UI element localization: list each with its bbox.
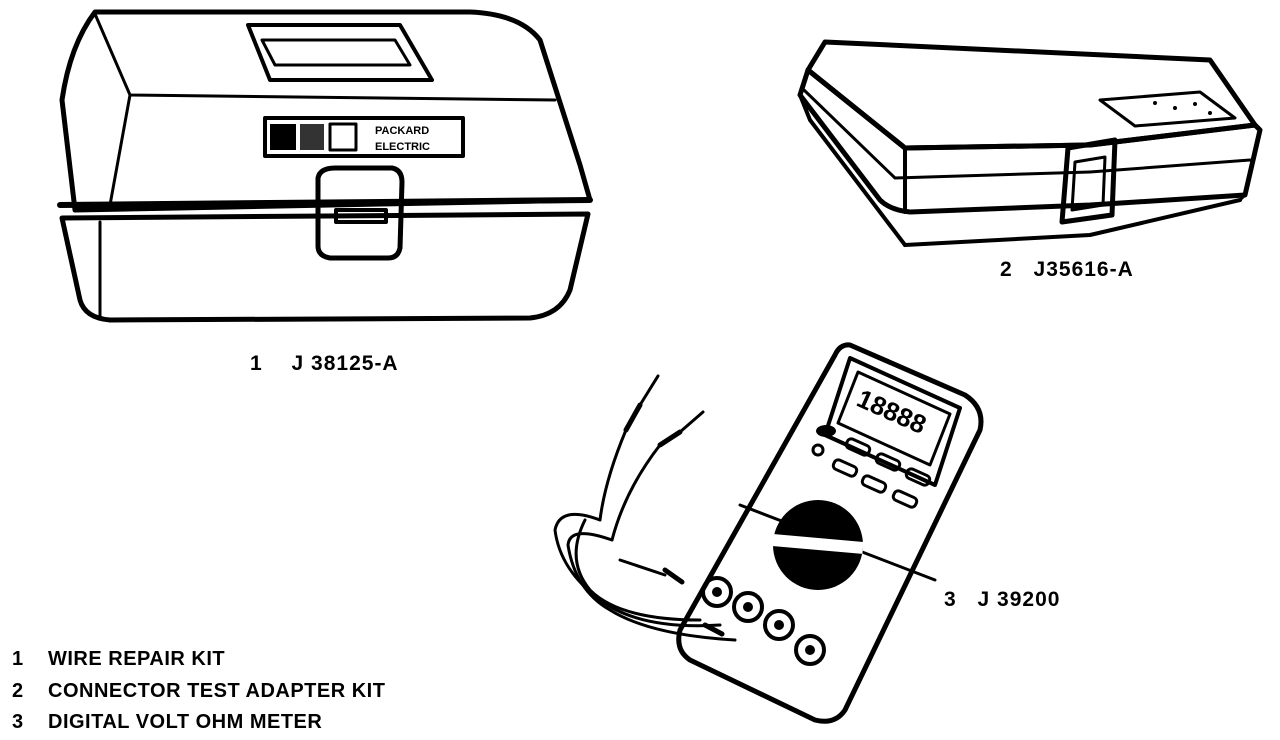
wire-repair-kit-toolbox: PACKARD ELECTRIC [57,9,593,323]
connector-test-adapter-case [797,39,1263,247]
toolbox-brand-line1: PACKARD [375,125,429,137]
callout-3-number: 3 [944,588,957,611]
callout-1: 1 J 38125-A [250,352,399,375]
digital-volt-ohm-meter: 18888 [553,342,984,724]
legend-item-2-text: CONNECTOR TEST ADAPTER KIT [48,680,385,702]
callout-1-number: 1 [250,352,263,375]
legend-item-2-number: 2 [12,680,23,702]
legend-item-1-text: WIRE REPAIR KIT [48,648,225,670]
callout-2-number: 2 [1000,258,1013,281]
callout-2: 2 J35616-A [1000,258,1134,281]
callout-1-part-number: J 38125-A [292,352,399,375]
legend-item-3-number: 3 [12,711,23,733]
legend-item-3-text: DIGITAL VOLT OHM METER [48,711,322,733]
test-leads [553,374,737,642]
legend-item-1-number: 1 [12,648,23,670]
legend: 1 WIRE REPAIR KIT 2 CONNECTOR TEST ADAPT… [12,648,385,733]
callout-2-part-number: J35616-A [1034,258,1134,281]
callout-3-part-number: J 39200 [978,588,1061,611]
toolbox-brand-line2: ELECTRIC [375,141,430,153]
callout-3: 3 J 39200 [944,588,1060,611]
